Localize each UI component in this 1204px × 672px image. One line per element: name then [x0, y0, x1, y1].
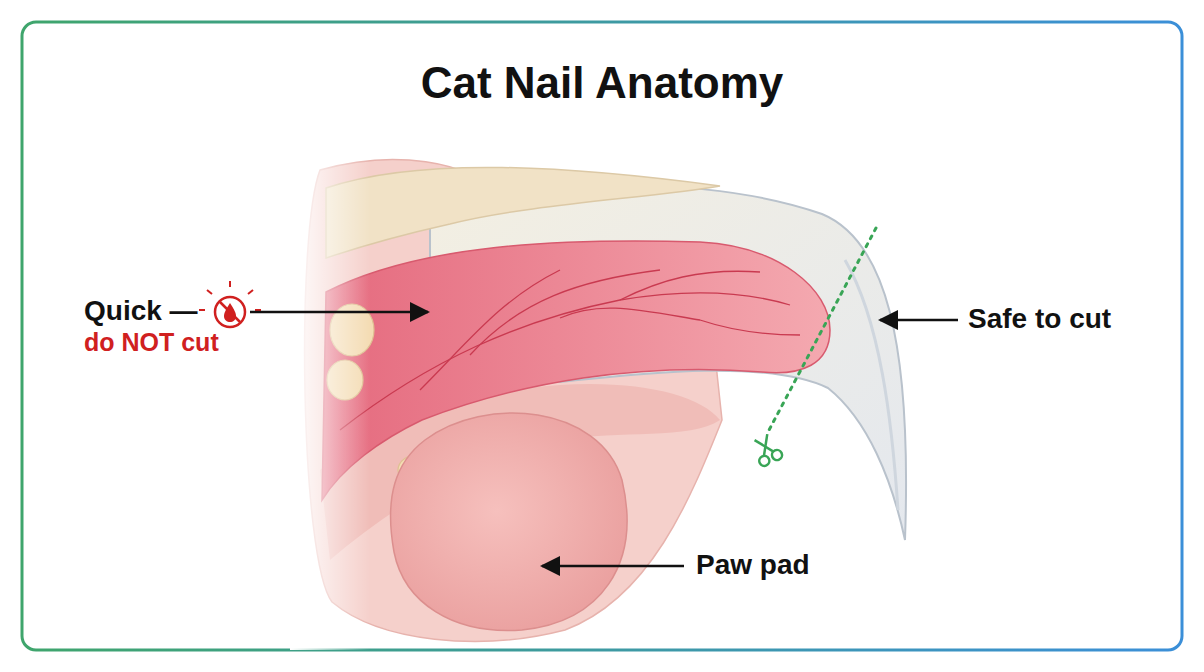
blood-vessels	[340, 270, 800, 430]
safe-leader	[880, 319, 958, 322]
paw-pad	[391, 413, 627, 630]
nail-shine	[845, 260, 898, 510]
edge-fade	[290, 140, 370, 650]
diagram-title: Cat Nail Anatomy	[0, 58, 1204, 109]
part-label: Safe to cut	[968, 303, 1111, 335]
part-label: Paw pad	[696, 549, 810, 581]
frame-border	[22, 22, 1182, 650]
cut-line	[768, 228, 876, 432]
pad-leader	[542, 565, 684, 568]
warning-label: do NOT cut	[84, 328, 219, 357]
quick-leader	[250, 311, 428, 314]
part-label: Quick —	[84, 295, 198, 327]
scissors-icon	[750, 432, 784, 468]
no-cut-icon	[199, 281, 261, 327]
